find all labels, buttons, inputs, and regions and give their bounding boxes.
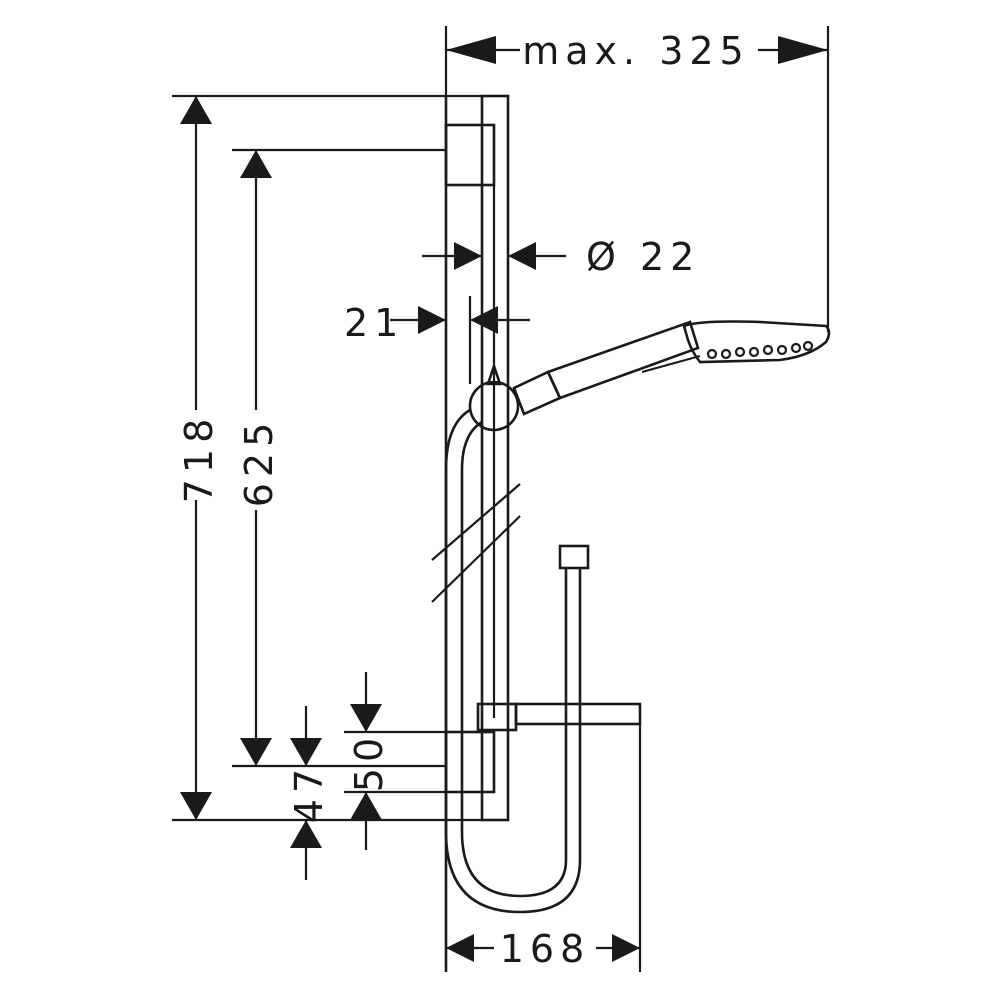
dimension-max-325: max. 325 (444, 26, 830, 332)
wall-offset-label: 21 (344, 301, 404, 345)
dimension-625: 625 (232, 148, 446, 768)
dimension-wall-offset-21: 21 (344, 296, 530, 384)
hand-shower (512, 320, 831, 416)
total-height-label: 718 (177, 413, 221, 504)
top-wall-bracket (444, 123, 496, 187)
dimension-diameter-22: Ø 22 (422, 235, 700, 279)
bottom-wall-bracket (444, 730, 496, 794)
max-width-label: max. 325 (522, 29, 749, 73)
dimension-bracket-50: 50 (344, 672, 446, 850)
dimension-bracket-47: 47 (287, 706, 331, 880)
slider-holder (468, 380, 520, 432)
bracket-47-label: 47 (287, 763, 331, 823)
slider-knob (486, 361, 502, 386)
hose-connector (558, 544, 590, 570)
spray-nozzles (706, 340, 814, 360)
shelf-width-label: 168 (500, 927, 591, 971)
rail-height-label: 625 (237, 417, 281, 508)
shower-hose (444, 408, 590, 914)
dimension-shelf-168: 168 (446, 927, 640, 971)
dimension-718: 718 (172, 94, 482, 822)
shower-shelf (476, 702, 642, 972)
bracket-50-label: 50 (347, 732, 391, 792)
diameter-label: Ø 22 (586, 235, 700, 279)
